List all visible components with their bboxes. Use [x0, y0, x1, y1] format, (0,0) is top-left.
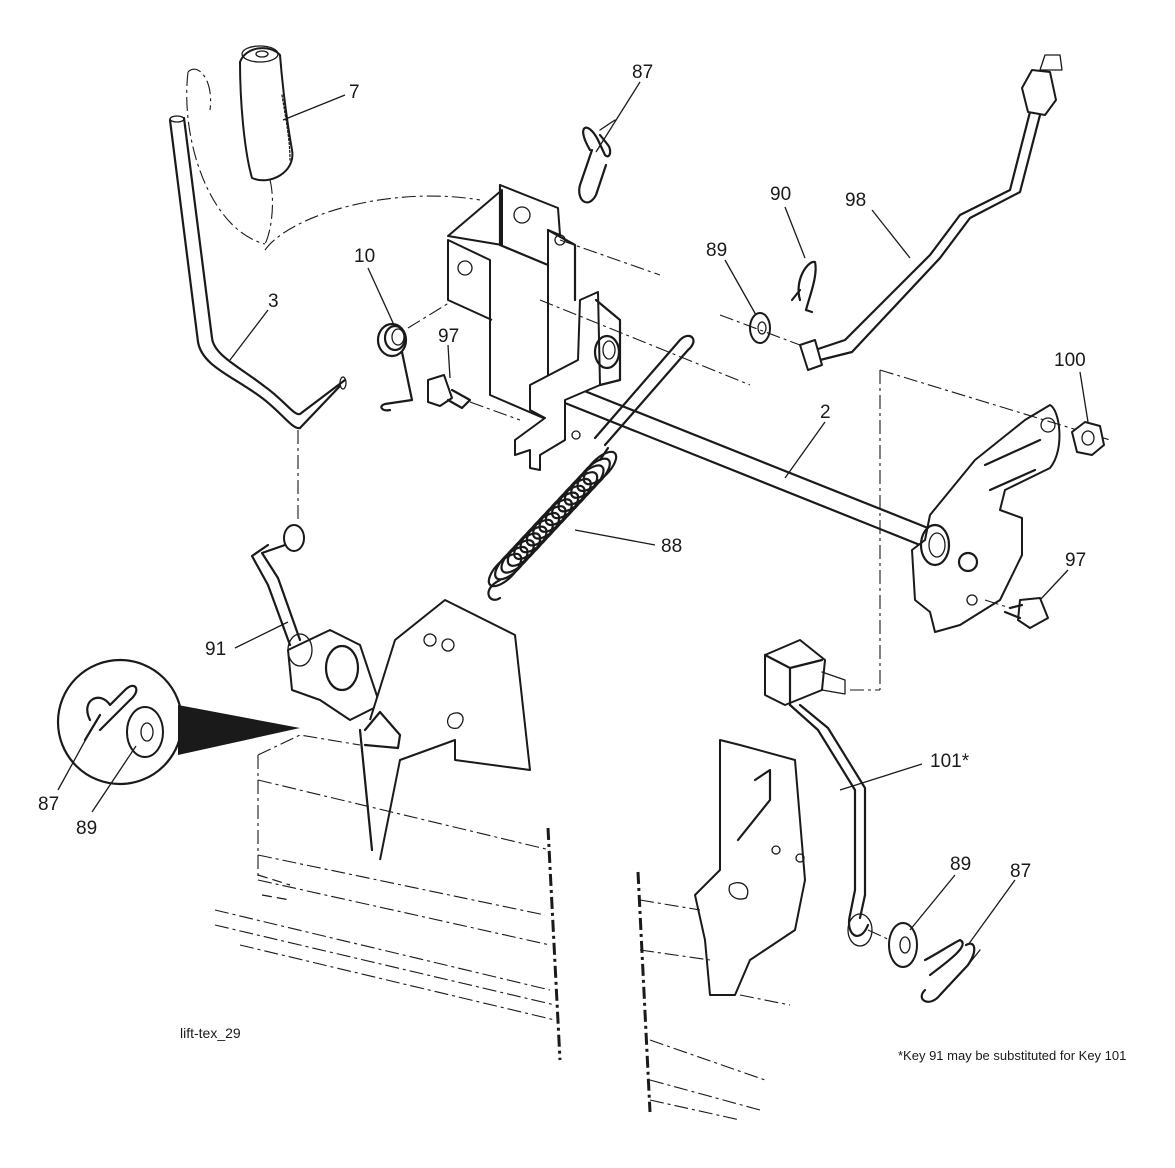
spring-coil [557, 477, 592, 513]
spring-coil [576, 457, 611, 493]
spring-coil [513, 525, 548, 561]
spring-coil [544, 491, 580, 527]
callout-7: 7 [349, 82, 360, 103]
adjustment-rod-part [799, 54, 1063, 371]
callout-89-top: 89 [706, 240, 727, 261]
callout-88: 88 [661, 536, 682, 557]
callout-89-bottom: 89 [950, 854, 971, 875]
callout-97-right: 97 [1065, 550, 1086, 571]
shaft-left-plate-part [514, 291, 622, 471]
callout-3: 3 [268, 291, 279, 312]
washer-bottom-part [888, 922, 918, 968]
callout-2: 2 [820, 402, 831, 423]
lift-lever-part [168, 115, 347, 430]
callout-101: 101* [930, 751, 970, 772]
deck-bracket-right-part [694, 739, 806, 996]
hairpin-clip-top-part [578, 119, 616, 204]
spring-coil [519, 518, 554, 554]
callout-90: 90 [770, 184, 791, 205]
callout-100: 100 [1054, 350, 1086, 371]
torsion-spring-part [376, 322, 414, 412]
washer-top-part [749, 312, 771, 344]
lift-rod-101-part [763, 639, 873, 947]
spring-coil [570, 464, 605, 499]
nut-part [1071, 421, 1105, 456]
lift-shaft-part [541, 376, 930, 547]
hairpin-clip-bottom-part [920, 938, 981, 1003]
mounting-bracket-part [447, 183, 577, 432]
handle-grip-part [239, 45, 294, 182]
lift-link-part [250, 524, 381, 721]
bolt-left-part [427, 374, 472, 410]
footnote: *Key 91 may be substituted for Key 101 [898, 1048, 1126, 1063]
callout-97-left: 97 [438, 326, 459, 347]
callout-87-top: 87 [632, 62, 653, 83]
callout-87-inset: 87 [38, 794, 59, 815]
cotter-pin-part [790, 260, 817, 314]
detail-inset [56, 658, 300, 786]
spring-coil [525, 511, 561, 547]
callout-10: 10 [354, 246, 375, 267]
callout-89-inset: 89 [76, 818, 97, 839]
callout-91: 91 [205, 639, 226, 660]
bolt-right-part [1003, 597, 1049, 629]
spring-coil [532, 505, 567, 540]
spring-coil [506, 532, 542, 567]
right-lift-arm-part [911, 404, 1061, 633]
callout-leaders [57, 81, 1089, 946]
figure-id: lift-tex_29 [180, 1025, 241, 1041]
spring-coil [500, 539, 535, 574]
spring-coil [487, 552, 523, 588]
callout-87-bottom: 87 [1010, 861, 1031, 882]
deck-bracket-left-part [358, 599, 531, 861]
spring-coil [551, 484, 586, 520]
spring-coil [582, 450, 618, 486]
extension-spring-part [487, 446, 618, 601]
callout-98: 98 [845, 190, 866, 211]
spring-coil [563, 471, 599, 506]
spring-coil [494, 545, 529, 581]
spring-coil [538, 498, 573, 533]
